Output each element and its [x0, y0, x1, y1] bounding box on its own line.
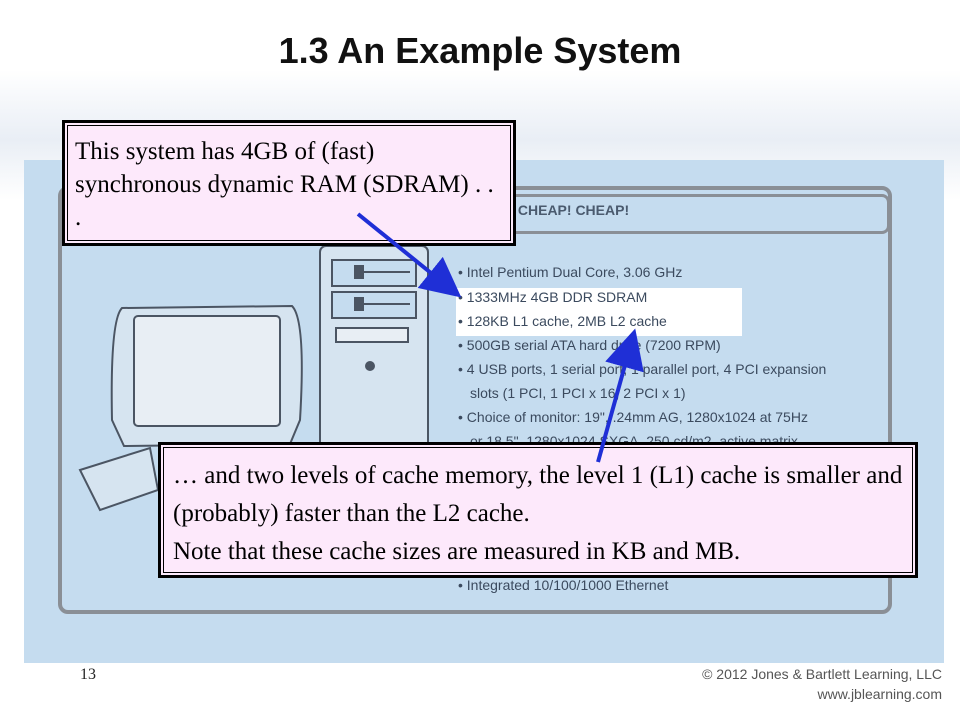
- spec-hard-drive: • 500GB serial ATA hard drive (7200 RPM): [458, 337, 721, 353]
- callout-cache: … and two levels of cache memory, the le…: [158, 442, 918, 578]
- spec-cache: • 128KB L1 cache, 2MB L2 cache: [458, 313, 667, 329]
- spec-highlight-box: [456, 288, 742, 336]
- callout-cache-text: … and two levels of cache memory, the le…: [173, 462, 903, 527]
- copyright-block: © 2012 Jones & Bartlett Learning, LLC ww…: [702, 664, 942, 704]
- callout-sdram: This system has 4GB of (fast) synchronou…: [62, 120, 516, 246]
- arrow-to-memory-spec: [356, 212, 462, 298]
- callout-cache-note: Note that these cache sizes are measured…: [173, 538, 741, 565]
- slide-title: 1.3 An Example System: [278, 30, 682, 71]
- website-text: www.jblearning.com: [817, 686, 943, 702]
- callout-sdram-text: This system has 4GB of (fast) synchronou…: [75, 138, 494, 231]
- copyright-text: © 2012 Jones & Bartlett Learning, LLC: [702, 666, 942, 682]
- spec-ethernet: • Integrated 10/100/1000 Ethernet: [458, 577, 669, 593]
- spec-monitor: • Choice of monitor: 19", .24mm AG, 1280…: [458, 409, 808, 425]
- arrow-to-cache-spec: [596, 328, 644, 463]
- spec-memory: • 1333MHz 4GB DDR SDRAM: [458, 289, 648, 305]
- spec-slots: slots (1 PCI, 1 PCI x 16, 2 PCI x 1): [470, 385, 686, 401]
- spec-cpu: • Intel Pentium Dual Core, 3.06 GHz: [458, 264, 683, 280]
- page-number: 13: [80, 666, 96, 683]
- advertisement-banner-text: P! CHEAP! CHEAP!: [500, 202, 630, 218]
